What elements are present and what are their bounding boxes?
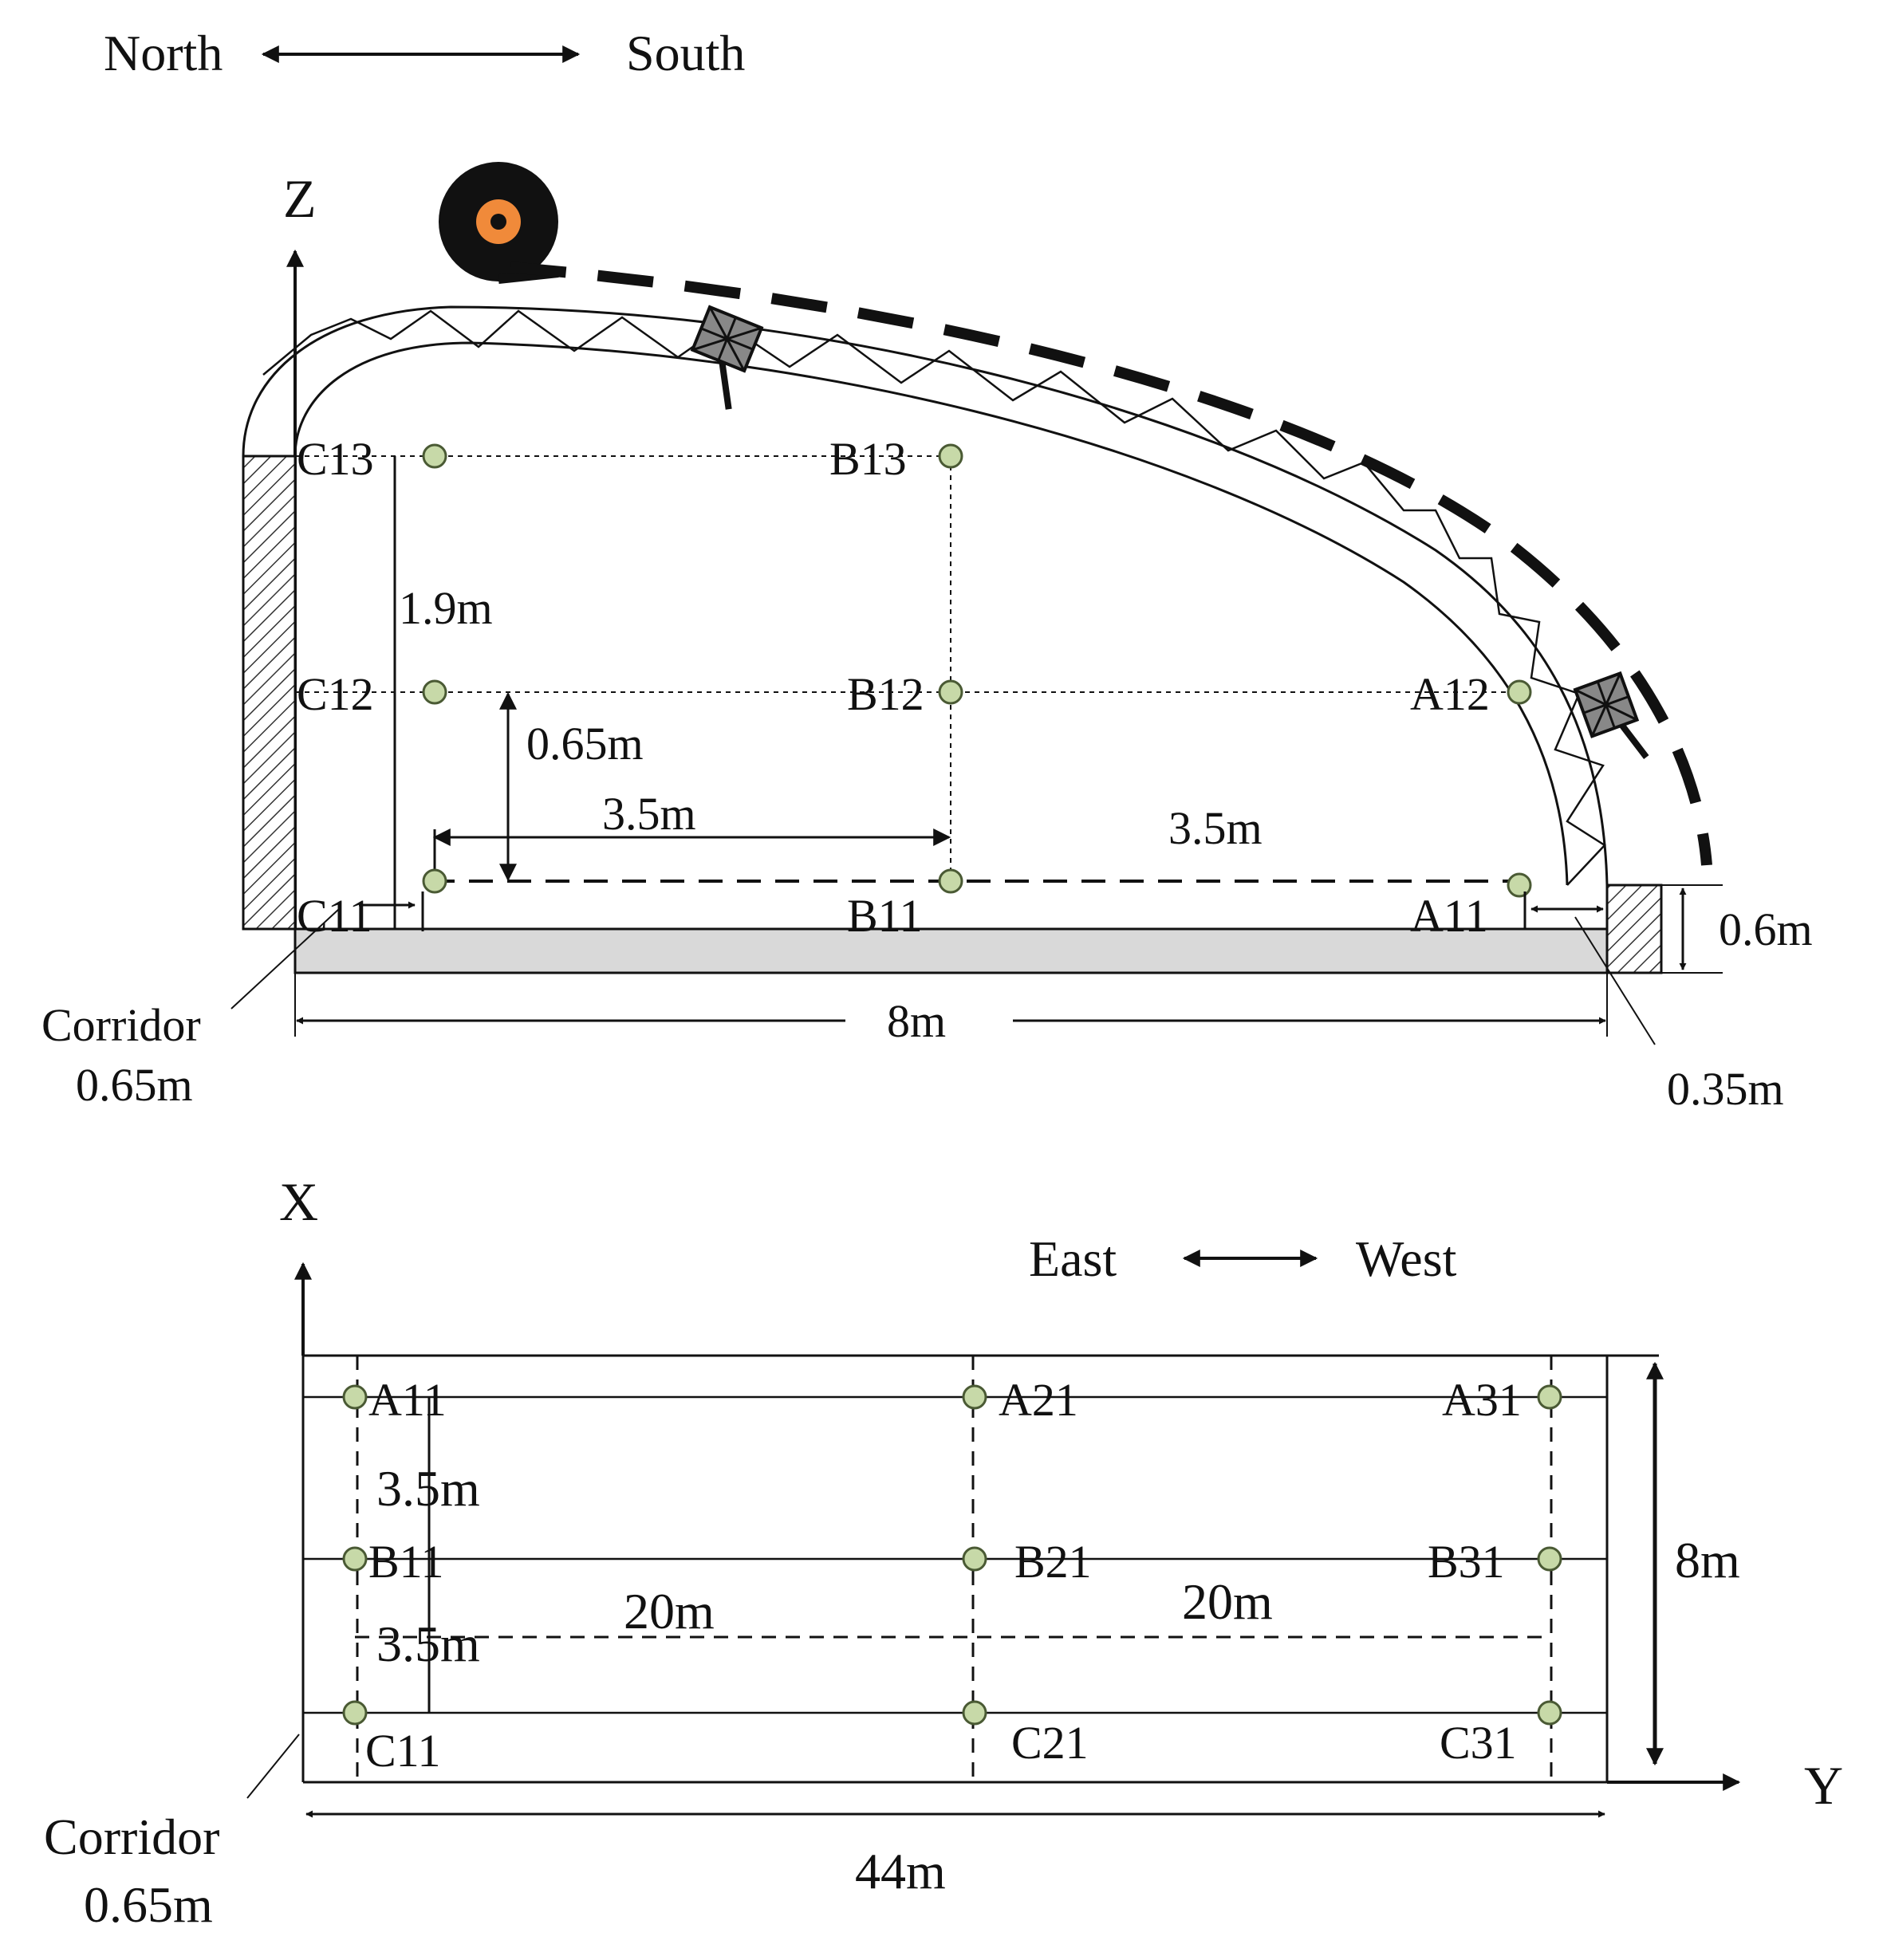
- plan-sensors: [342, 1384, 1562, 1726]
- segment-right-label: 20m: [1182, 1573, 1273, 1630]
- south-gap-label: 0.35m: [1667, 1063, 1784, 1115]
- label-a31: A31: [1442, 1374, 1522, 1426]
- sensor-a11-plan: [342, 1384, 368, 1410]
- label-c31: C31: [1440, 1717, 1517, 1769]
- x-axis-label: X: [279, 1171, 318, 1232]
- south-gap-leader: [1574, 916, 1656, 1045]
- corridor-leader: [230, 908, 340, 1010]
- side-vent-icon: [1573, 671, 1649, 759]
- sensor-b11: [938, 868, 963, 894]
- truss-web: [262, 309, 1606, 886]
- span-left-label: 3.5m: [602, 788, 696, 840]
- sensor-c11-plan: [342, 1700, 368, 1726]
- sensor-b31: [1537, 1546, 1562, 1572]
- sensor-a31: [1537, 1384, 1562, 1410]
- height-1-9-label: 1.9m: [399, 582, 493, 634]
- z-axis-label: Z: [283, 168, 317, 229]
- truss-outer-chord: [242, 305, 1609, 886]
- plan-corridor-leader: [246, 1734, 300, 1799]
- label-a12: A12: [1410, 668, 1490, 720]
- greenhouse-floor: [293, 927, 1609, 974]
- y-axis-label: Y: [1804, 1755, 1843, 1816]
- plan-corridor-label: Corridor: [44, 1808, 219, 1865]
- sensor-a11: [1507, 872, 1532, 898]
- label-a11-plan: A11: [368, 1374, 447, 1426]
- section-view: North South Z: [41, 25, 1813, 1115]
- row-spacing-top-label: 3.5m: [376, 1460, 480, 1517]
- sensor-b11-plan: [342, 1546, 368, 1572]
- plan-view: X Y East West 3.5m 3.5m 20m 20m: [44, 1171, 1843, 1933]
- south-label: South: [626, 25, 745, 81]
- segment-left-label: 20m: [624, 1583, 715, 1639]
- label-b12: B12: [847, 668, 924, 720]
- sensor-c21: [962, 1700, 987, 1726]
- row-spacing-bottom-label: 3.5m: [376, 1616, 480, 1672]
- sensor-b21: [962, 1546, 987, 1572]
- west-label: West: [1356, 1230, 1457, 1287]
- south-footing: [1605, 884, 1663, 974]
- sensor-c11: [422, 868, 447, 894]
- section-width-label: 8m: [887, 995, 946, 1047]
- blanket-roller-icon: [439, 162, 559, 284]
- thermal-blanket-dashed: [510, 262, 1712, 866]
- north-label: North: [104, 25, 223, 81]
- label-a21: A21: [999, 1374, 1078, 1426]
- sensor-b12: [938, 679, 963, 705]
- section-sensors: [422, 443, 1532, 898]
- label-b11: B11: [847, 890, 923, 942]
- span-right-label: 3.5m: [1168, 802, 1263, 854]
- sensor-a21: [962, 1384, 987, 1410]
- section-corridor-width: 0.65m: [76, 1059, 193, 1111]
- sensor-b13: [938, 443, 963, 469]
- label-c13: C13: [297, 433, 374, 485]
- plan-width-label: 8m: [1675, 1532, 1740, 1588]
- label-c11-plan: C11: [365, 1725, 441, 1777]
- plan-length-label: 44m: [855, 1843, 946, 1899]
- wall-height-label: 0.6m: [1719, 903, 1813, 955]
- label-c21: C21: [1011, 1717, 1089, 1769]
- label-c11: C11: [297, 890, 372, 942]
- label-b21: B21: [1014, 1536, 1092, 1588]
- label-b31: B31: [1428, 1536, 1505, 1588]
- east-label: East: [1029, 1230, 1117, 1287]
- north-wall: [242, 455, 297, 931]
- label-b13: B13: [829, 433, 907, 485]
- label-a11: A11: [1410, 890, 1488, 942]
- sensor-c31: [1537, 1700, 1562, 1726]
- roof-vent-icon: [690, 305, 764, 410]
- sensor-a12: [1507, 679, 1532, 705]
- section-corridor-label: Corridor: [41, 999, 201, 1051]
- height-0-65-label: 0.65m: [526, 718, 644, 769]
- sensor-c13: [422, 443, 447, 469]
- truss-inner-chord: [293, 341, 1569, 886]
- sensor-c12: [422, 679, 447, 705]
- label-b11-plan: B11: [368, 1536, 444, 1588]
- label-c12: C12: [297, 668, 374, 720]
- plan-corridor-width: 0.65m: [84, 1876, 213, 1933]
